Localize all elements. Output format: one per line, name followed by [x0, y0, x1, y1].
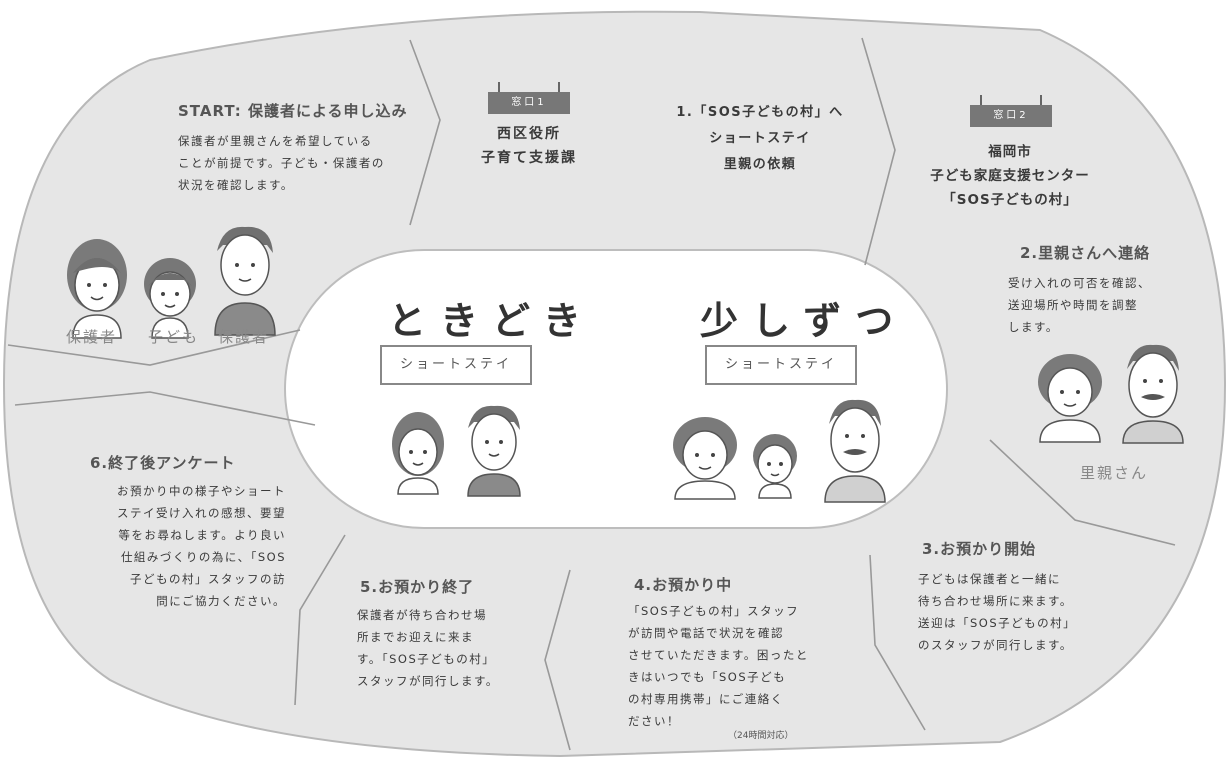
label-child: 子ども	[148, 328, 200, 346]
step2-title: 2.里親さんへ連絡	[1020, 244, 1151, 262]
divider-6	[294, 534, 346, 706]
step4-note: （24時間対応）	[728, 731, 794, 741]
center-mother-icon	[392, 412, 444, 495]
step3-body: 子どもは保護者と一緒に 待ち合わせ場所に来ます。 送迎は「SOS子どもの村」 の…	[918, 572, 1077, 652]
center-father-icon	[467, 405, 521, 497]
window2-name: 福岡市 子ども家庭支援センター 「SOS子どもの村」	[930, 144, 1090, 208]
window1-name: 西区役所 子育て支援課	[481, 126, 577, 166]
window1-sign: 窓口1	[488, 82, 570, 114]
label-guardian-left: 保護者	[66, 328, 118, 346]
foster-label: 里親さん	[1080, 464, 1149, 482]
foster-mother-icon	[1038, 354, 1102, 443]
divider-4	[869, 554, 926, 731]
step6-title: 6.終了後アンケート	[90, 454, 236, 472]
parent-male-icon	[214, 226, 276, 336]
window2-sign: 窓口2	[970, 95, 1052, 127]
start-title: START: 保護者による申し込み	[178, 102, 408, 120]
step4-title: 4.お預かり中	[634, 576, 733, 594]
step5-title: 5.お預かり終了	[360, 578, 475, 596]
step2-body: 受け入れの可否を確認、 送迎場所や時間を調整 します。	[1008, 276, 1151, 334]
center-foster-father-icon	[824, 399, 886, 503]
divider-8	[7, 329, 301, 366]
center-child-icon	[753, 434, 797, 499]
divider-7	[14, 391, 316, 426]
divider-3	[989, 439, 1176, 546]
start-body: 保護者が里親さんを希望している ことが前提です。子ども・保護者の 状況を確認しま…	[178, 134, 385, 192]
center-left-title: ときどき	[388, 299, 595, 343]
parent-female-icon	[67, 239, 127, 339]
foster-father-icon	[1122, 344, 1184, 444]
center-foster-mother-icon	[673, 417, 737, 500]
center-right-title: 少しずつ	[700, 299, 908, 343]
label-guardian-right: 保護者	[218, 328, 270, 346]
divider-5	[544, 569, 571, 751]
step6-body: お預かり中の様子やショート ステイ受け入れの感想、要望 等をお尋ねします。より良…	[117, 484, 286, 608]
center-right-tag: ショートステイ	[705, 345, 857, 385]
divider-1	[409, 39, 441, 226]
divider-2	[861, 37, 896, 266]
center-left-tag: ショートステイ	[380, 345, 532, 385]
step3-title: 3.お預かり開始	[922, 540, 1037, 558]
step1-body: 1.「SOS子どもの村」へ ショートステイ 里親の依頼	[676, 105, 844, 172]
step4-body: 「SOS子どもの村」スタッフ が訪問や電話で状況を確認 させていただきます。困っ…	[628, 604, 809, 728]
step5-body: 保護者が待ち合わせ場 所までお迎えに来ま す。「SOS子どもの村」 スタッフが同…	[357, 608, 499, 688]
child-icon	[144, 258, 196, 339]
